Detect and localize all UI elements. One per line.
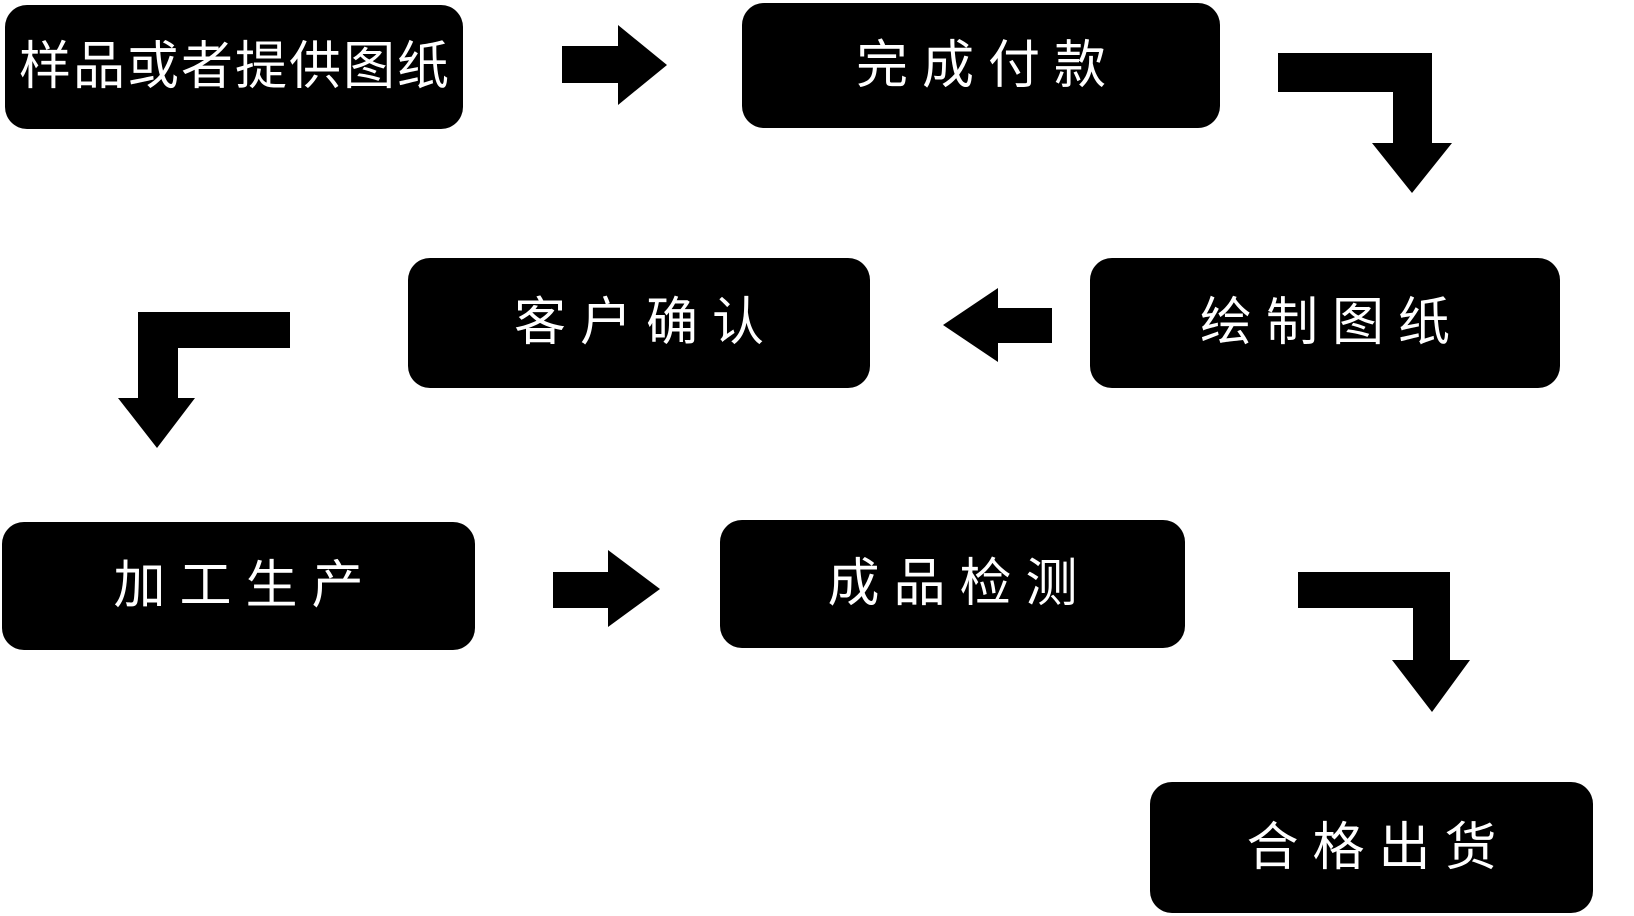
node-inspect-label: 成品检测 — [827, 555, 1092, 613]
node-payment: 完成付款 — [742, 3, 1220, 128]
node-inspect: 成品检测 — [720, 520, 1185, 648]
node-produce: 加工生产 — [2, 522, 475, 650]
node-confirm: 客户确认 — [408, 258, 870, 388]
node-payment-label: 完成付款 — [855, 36, 1120, 95]
arrow-inspect-to-ship — [1298, 572, 1470, 712]
node-produce-label: 加工生产 — [113, 557, 378, 615]
node-draw: 绘制图纸 — [1090, 258, 1560, 388]
arrow-payment-to-draw — [1278, 53, 1452, 193]
arrow-produce-to-inspect — [553, 550, 660, 627]
node-confirm-label: 客户确认 — [513, 294, 778, 352]
node-sample: 样品或者提供图纸 — [5, 5, 463, 129]
arrow-draw-to-confirm — [943, 288, 1052, 362]
arrow-sample-to-payment — [562, 25, 667, 105]
node-sample-label: 样品或者提供图纸 — [18, 38, 451, 96]
node-draw-label: 绘制图纸 — [1199, 294, 1464, 352]
node-ship: 合格出货 — [1150, 782, 1593, 913]
arrow-confirm-to-produce — [118, 312, 290, 448]
node-ship-label: 合格出货 — [1246, 818, 1511, 877]
